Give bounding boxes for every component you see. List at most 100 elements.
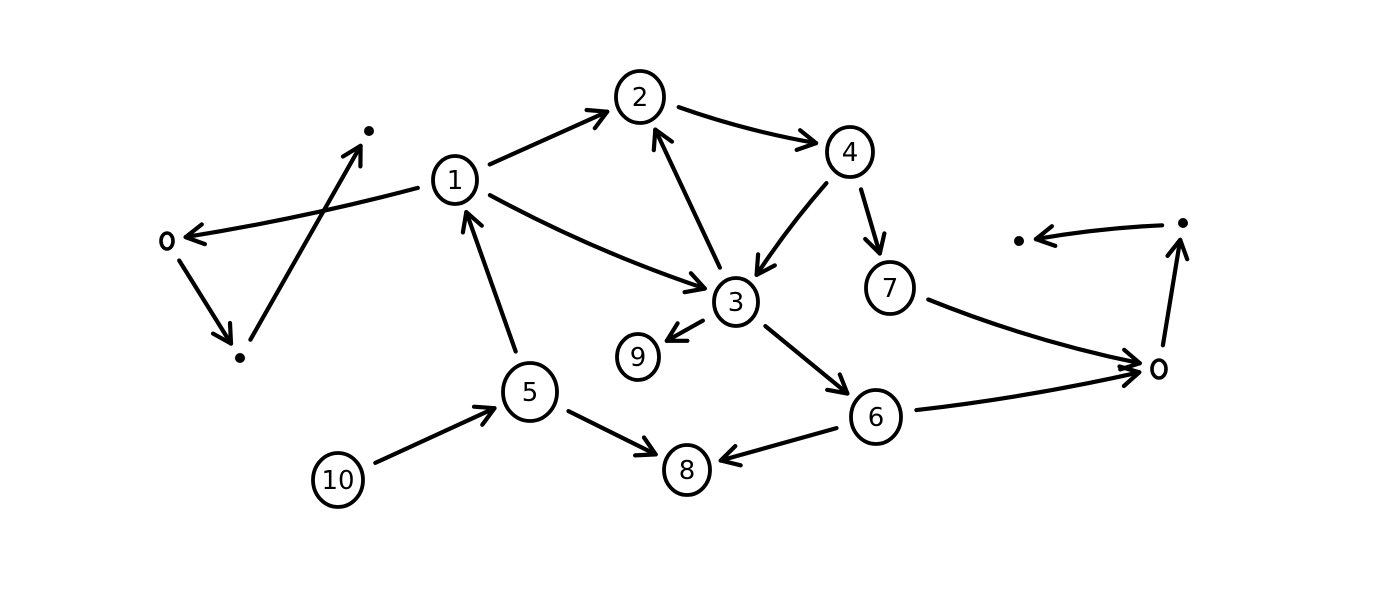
edge-n5-n8 xyxy=(566,409,658,458)
edge-line xyxy=(653,127,722,270)
node-circle xyxy=(849,388,903,446)
node-n1: 1 xyxy=(431,154,479,206)
node-circle xyxy=(614,69,666,125)
edge-n3-n2 xyxy=(651,127,722,270)
edge-line xyxy=(1033,223,1165,242)
node-label: 5 xyxy=(522,378,539,408)
edge-n1-a xyxy=(183,185,420,247)
arrowhead xyxy=(1033,224,1058,248)
node-n6: 6 xyxy=(849,388,903,446)
node-n4: 4 xyxy=(825,125,875,179)
edge-n4-n3 xyxy=(754,181,829,277)
node-d xyxy=(1150,358,1168,380)
node-f xyxy=(1014,236,1024,246)
unlabeled-dot xyxy=(364,126,374,136)
node-label: 6 xyxy=(868,403,885,433)
nodes-layer: 1 2 3 4 5 6 7 8 9 10 xyxy=(159,69,1188,509)
unlabeled-dot xyxy=(1014,236,1024,246)
arrowhead xyxy=(863,231,887,256)
edge-n6-d xyxy=(914,364,1142,413)
edge-line xyxy=(373,406,497,465)
node-n10: 10 xyxy=(311,451,365,509)
arrowhead xyxy=(664,321,690,343)
arrowhead xyxy=(718,444,743,468)
node-circle xyxy=(662,443,712,497)
edge-n10-n5 xyxy=(373,404,497,465)
node-e xyxy=(1178,218,1188,228)
edge-line xyxy=(754,181,829,277)
arrowhead xyxy=(754,252,777,277)
arrowhead xyxy=(682,271,707,295)
arrowhead xyxy=(584,107,610,131)
node-b xyxy=(235,353,245,363)
edge-line xyxy=(1160,237,1183,348)
node-label: 9 xyxy=(630,343,647,373)
node-a xyxy=(159,231,175,251)
unlabeled-small-circle xyxy=(159,231,175,251)
edge-line xyxy=(487,193,707,291)
edge-line xyxy=(487,109,610,167)
arrowhead xyxy=(651,127,675,153)
edge-a-b xyxy=(177,258,234,346)
arrowhead xyxy=(460,210,484,235)
node-n9: 9 xyxy=(615,332,661,382)
edge-n1-n3 xyxy=(487,193,707,295)
node-label: 7 xyxy=(882,274,899,304)
edge-line xyxy=(566,409,658,457)
arrowhead xyxy=(825,372,850,396)
node-circle xyxy=(615,332,661,382)
arrowhead xyxy=(183,222,207,247)
node-circle xyxy=(311,451,365,509)
node-n8: 8 xyxy=(662,443,712,497)
arrowhead xyxy=(1118,347,1142,372)
node-n3: 3 xyxy=(712,276,760,328)
arrowhead xyxy=(340,143,363,169)
edge-line xyxy=(177,258,234,346)
unlabeled-small-circle xyxy=(1150,358,1168,380)
node-circle xyxy=(712,276,760,328)
node-label: 1 xyxy=(447,166,464,196)
unlabeled-dot xyxy=(235,353,245,363)
node-circle xyxy=(825,125,875,179)
edge-n2-n4 xyxy=(676,105,819,152)
node-label: 3 xyxy=(728,288,745,318)
arrowhead xyxy=(210,320,234,346)
arrowhead xyxy=(633,435,658,458)
edge-n3-n6 xyxy=(763,324,850,396)
node-circle xyxy=(501,361,559,423)
edge-n7-d xyxy=(926,297,1142,372)
arrowhead xyxy=(471,404,497,427)
node-label: 4 xyxy=(842,138,859,168)
node-circle xyxy=(864,260,916,316)
unlabeled-dot xyxy=(1178,218,1188,228)
edge-line xyxy=(676,105,819,146)
edge-line xyxy=(763,324,850,396)
edge-n3-n9 xyxy=(664,318,705,343)
edge-b-c xyxy=(248,143,363,342)
edge-n1-n2 xyxy=(487,107,610,167)
edge-line xyxy=(858,187,882,256)
arrowhead xyxy=(1165,237,1190,262)
node-c xyxy=(364,126,374,136)
node-label: 2 xyxy=(632,83,649,113)
node-n2: 2 xyxy=(614,69,666,125)
node-label: 10 xyxy=(321,466,354,496)
node-n5: 5 xyxy=(501,361,559,423)
edge-n6-n8 xyxy=(718,426,839,468)
edge-n4-n7 xyxy=(858,187,887,256)
edge-line xyxy=(926,297,1142,366)
edge-line xyxy=(248,143,363,342)
arrowhead xyxy=(794,128,819,152)
edge-e-f xyxy=(1033,223,1165,248)
edge-line xyxy=(183,185,420,240)
edge-line xyxy=(914,370,1142,413)
node-circle xyxy=(431,154,479,206)
edge-n5-n1 xyxy=(460,210,518,354)
edge-line xyxy=(718,426,839,463)
edge-line xyxy=(464,210,518,354)
edges-layer xyxy=(177,105,1190,468)
node-label: 8 xyxy=(679,456,696,486)
node-n7: 7 xyxy=(864,260,916,316)
